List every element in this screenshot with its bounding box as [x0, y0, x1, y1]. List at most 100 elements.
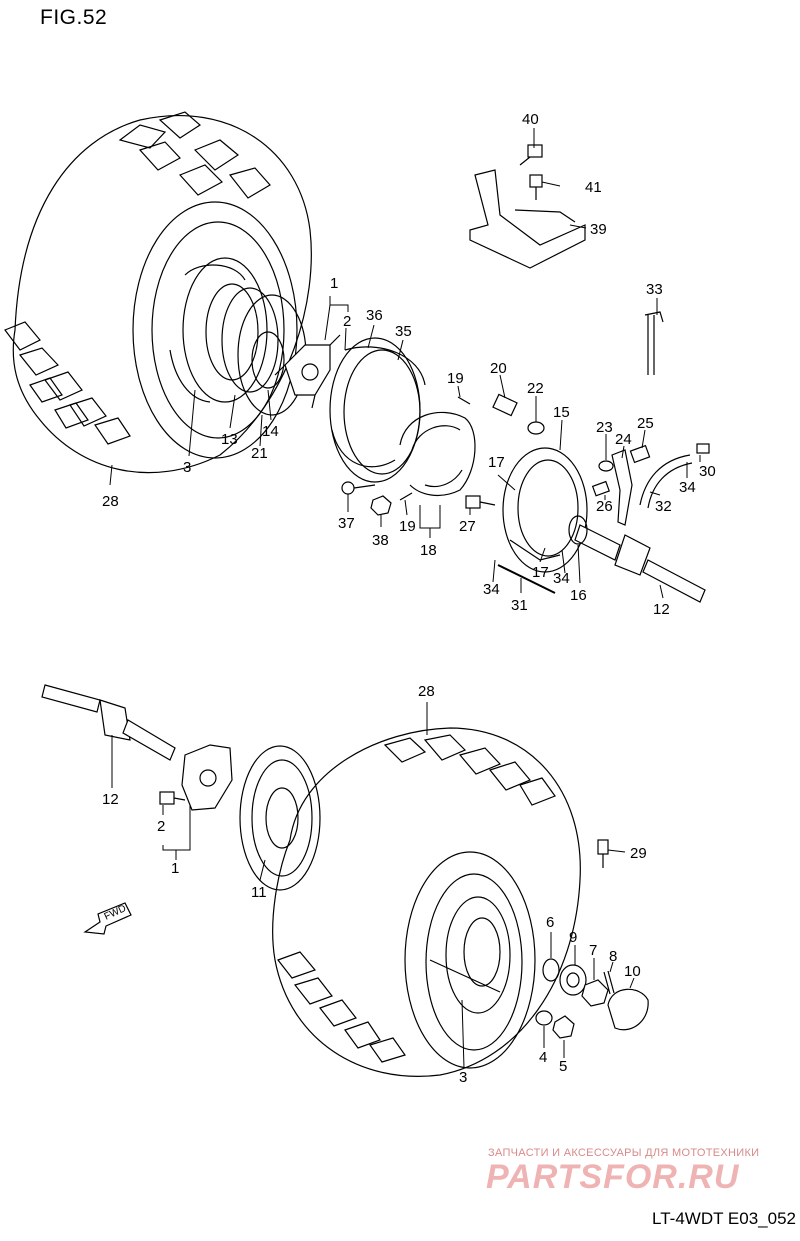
bolt-29[interactable]	[597, 839, 609, 868]
hose-32[interactable]	[639, 454, 693, 509]
diagram-code: LT-4WDT E03_052	[652, 1209, 796, 1228]
bottom-bolt-2[interactable]	[159, 791, 186, 805]
callout-5: 5	[559, 1058, 567, 1075]
bolt-40[interactable]	[519, 144, 543, 166]
callout-36: 36	[366, 307, 383, 324]
callout-11: 11	[251, 884, 267, 901]
fwd-arrow-icon	[83, 902, 132, 935]
bolt-27[interactable]	[465, 495, 496, 509]
callout-7: 7	[589, 942, 597, 959]
bolt-26[interactable]	[591, 480, 610, 497]
callout-labels: 40 41 39 33 1 2 36 35 19 20 22 15 23 24 …	[102, 111, 716, 1086]
callout-12a: 12	[653, 601, 670, 618]
bottom-leader-lines	[111, 702, 635, 1069]
washer-4[interactable]	[535, 1010, 553, 1026]
callout-32: 32	[655, 498, 672, 515]
callout-16: 16	[570, 587, 587, 604]
callout-3a: 3	[183, 459, 191, 476]
callout-34b: 34	[553, 570, 570, 587]
callout-1a: 1	[330, 275, 338, 292]
callout-30: 30	[699, 463, 716, 480]
bottom-axle-shaft[interactable]	[41, 684, 176, 761]
callout-10: 10	[624, 963, 641, 980]
brake-shoe[interactable]	[399, 411, 476, 497]
callout-25: 25	[637, 415, 654, 432]
top-ring-14[interactable]	[251, 331, 285, 389]
callout-19b: 19	[399, 518, 416, 535]
watermark-tagline: ЗАПЧАСТИ И АКСЕССУАРЫ ДЛЯ МОТОТЕХНИКИ	[488, 1147, 760, 1159]
callout-34a: 34	[679, 479, 696, 496]
callout-15: 15	[553, 404, 570, 421]
top-hub[interactable]	[274, 334, 341, 409]
rod-31[interactable]	[497, 564, 556, 594]
callout-2b: 2	[157, 818, 165, 835]
callout-31: 31	[511, 597, 528, 614]
cap-10[interactable]	[607, 988, 649, 1031]
brake-drum[interactable]	[329, 337, 426, 483]
top-axle-shaft[interactable]	[574, 524, 706, 603]
callout-3b: 3	[459, 1069, 467, 1086]
top-leader-lines	[109, 128, 701, 599]
figure-title: FIG.52	[40, 6, 108, 29]
callout-34c: 34	[483, 581, 500, 598]
nut-7[interactable]	[581, 979, 609, 1007]
callout-23: 23	[596, 419, 613, 436]
pin-19a[interactable]	[457, 396, 471, 405]
callout-38: 38	[372, 532, 389, 549]
washer-9[interactable]	[559, 964, 587, 996]
callout-21: 21	[251, 445, 268, 462]
callout-27: 27	[459, 518, 476, 535]
bolt-30[interactable]	[696, 443, 710, 454]
callout-6: 6	[546, 914, 554, 931]
callout-41: 41	[585, 179, 602, 196]
callout-20: 20	[490, 360, 507, 377]
brake-disc-11[interactable]	[239, 745, 321, 891]
pipe-33[interactable]	[644, 311, 664, 375]
callout-9: 9	[569, 929, 577, 946]
nut-5[interactable]	[552, 1015, 575, 1039]
callout-4: 4	[539, 1049, 547, 1066]
callout-33: 33	[646, 281, 663, 298]
callout-13: 13	[221, 431, 238, 448]
callout-12b: 12	[102, 791, 119, 808]
callout-14: 14	[262, 423, 279, 440]
pin-19b[interactable]	[399, 492, 413, 501]
callout-37: 37	[338, 515, 355, 532]
top-tire[interactable]	[4, 111, 312, 474]
callout-28b: 28	[418, 683, 435, 700]
bracket-39[interactable]	[469, 169, 586, 269]
brake-panel[interactable]	[502, 447, 588, 573]
top-wheel-rim[interactable]	[169, 257, 268, 403]
bottom-wheel-rim[interactable]	[429, 896, 511, 1014]
callout-29: 29	[630, 845, 647, 862]
washer-23[interactable]	[598, 460, 614, 472]
callout-2a: 2	[343, 313, 351, 330]
seal-16[interactable]	[568, 515, 588, 545]
bolt-41[interactable]	[529, 174, 543, 200]
nut-38[interactable]	[370, 495, 392, 516]
washer-6[interactable]	[542, 958, 560, 982]
callout-22: 22	[527, 380, 544, 397]
callout-8: 8	[609, 948, 617, 965]
watermark-logo: PARTSFOR.RU	[486, 1158, 740, 1196]
bottom-tire[interactable]	[272, 727, 581, 1077]
bolt-25[interactable]	[629, 444, 651, 464]
callout-18: 18	[420, 542, 437, 559]
arm-24[interactable]	[611, 449, 633, 526]
washer-22[interactable]	[527, 421, 545, 435]
callout-26: 26	[596, 498, 613, 515]
bottom-hub[interactable]	[181, 744, 233, 811]
callout-28a: 28	[102, 493, 119, 510]
callout-40: 40	[522, 111, 539, 128]
screw-37[interactable]	[341, 481, 376, 495]
callout-1b: 1	[171, 860, 179, 877]
callout-39: 39	[590, 221, 607, 238]
callout-24: 24	[615, 431, 632, 448]
top-seal-13[interactable]	[221, 287, 279, 393]
pin-8[interactable]	[603, 970, 615, 995]
callout-17a: 17	[488, 454, 505, 471]
callout-17b: 17	[532, 564, 549, 581]
callout-35: 35	[395, 323, 412, 340]
bolt-20[interactable]	[492, 393, 518, 417]
